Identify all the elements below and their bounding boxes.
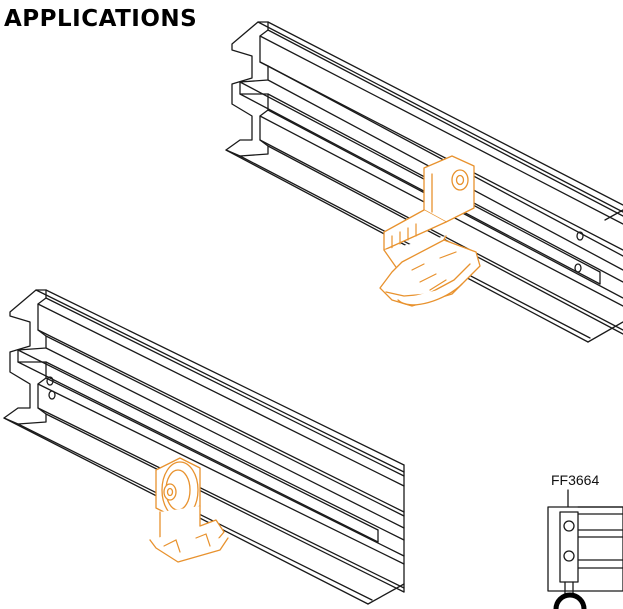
part-number-label: FF3664 <box>551 472 600 488</box>
lower-trolley-bracket <box>149 457 229 563</box>
bolt-icon <box>563 520 575 532</box>
detail-inset <box>547 489 623 609</box>
lower-rail <box>3 289 405 605</box>
upper-trolley-bracket <box>379 155 481 307</box>
page-title: APPLICATIONS <box>4 6 198 32</box>
bolt-icon <box>563 550 575 562</box>
